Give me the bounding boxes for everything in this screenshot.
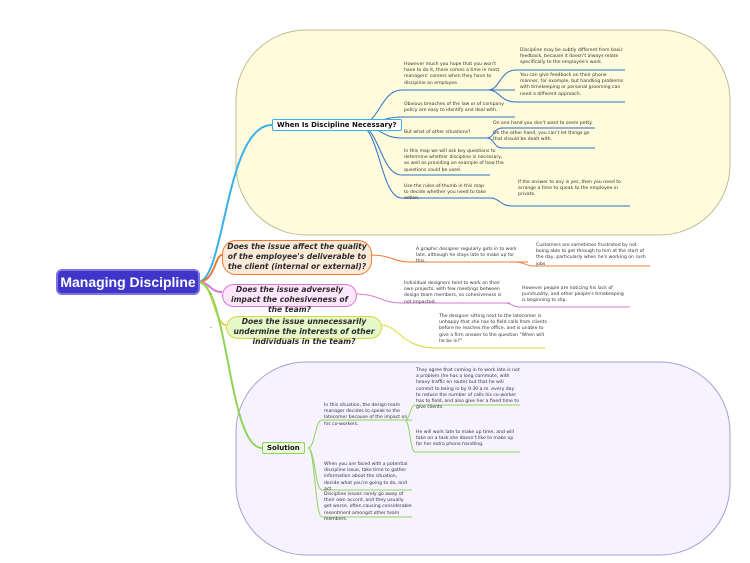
link-branch2 (197, 254, 223, 283)
branch1-note3b: On the other hand, you can't let things … (493, 131, 590, 143)
branch3-dash: - (210, 291, 212, 297)
branch1-note3: But what of other situations? (404, 130, 471, 135)
branch5-note2: When you are faced with a potential disc… (324, 462, 408, 492)
branch5-title[interactable]: Solution (262, 442, 305, 454)
branch1-note4: In this map we will ask key questions to… (404, 149, 504, 173)
branch4-note1: The designer sitting next to the latecom… (439, 314, 547, 344)
branch1-title-text: When Is Discipline Necessary? (277, 121, 397, 129)
branch1-note1a: Discipline may be subtly different from … (520, 48, 623, 66)
branch1-note1: However much you hope that you won't hav… (404, 62, 500, 86)
branch5-note1: In this situation, the design team manag… (324, 403, 408, 427)
branch3-note1a: However people are noticing his lack of … (522, 286, 624, 304)
branch5-note1a: They agree that coming in to work late i… (416, 368, 520, 411)
branch4-dash: - (210, 325, 212, 331)
central-topic[interactable]: Managing Discipline (58, 271, 198, 293)
link-branch1 (197, 124, 273, 283)
branch1-panel (235, 29, 731, 236)
branch1-note3a: On one hand you don't want to seem petty… (493, 121, 593, 126)
branch1-note5a: If the answer to any is yes, then you ne… (518, 180, 621, 198)
branch2-note1: A graphic designer regularly gets in to … (416, 247, 517, 265)
branch5-note1b: He will work late to make up time, and w… (416, 430, 514, 448)
branch1-note5: Use the rules-of-thumb in this map to de… (404, 184, 487, 202)
branch3-note1: Individual designers tend to work on the… (404, 281, 502, 305)
branch4-title[interactable]: Does the issue unnecessarily undermine t… (226, 316, 382, 346)
branch2-dash: - (210, 255, 212, 261)
branch3-title[interactable]: Does the issue adversely impact the cohe… (222, 284, 357, 314)
branch2-note1a: Customers are sometimes frustrated by no… (536, 243, 646, 267)
link-branch5 (197, 281, 263, 449)
branch1-note2: Obvious breaches of the law or of compan… (404, 102, 504, 114)
branch1-note1b: You can give feedback on their phone man… (520, 73, 624, 97)
branch5-title-text: Solution (267, 444, 300, 452)
branch1-title[interactable]: When Is Discipline Necessary? (272, 119, 402, 131)
branch5-note3: Discipline issues rarely go away of thei… (324, 492, 412, 522)
branch2-title[interactable]: Does the issue affect the quality of the… (222, 240, 372, 275)
branch5-panel (235, 361, 731, 556)
